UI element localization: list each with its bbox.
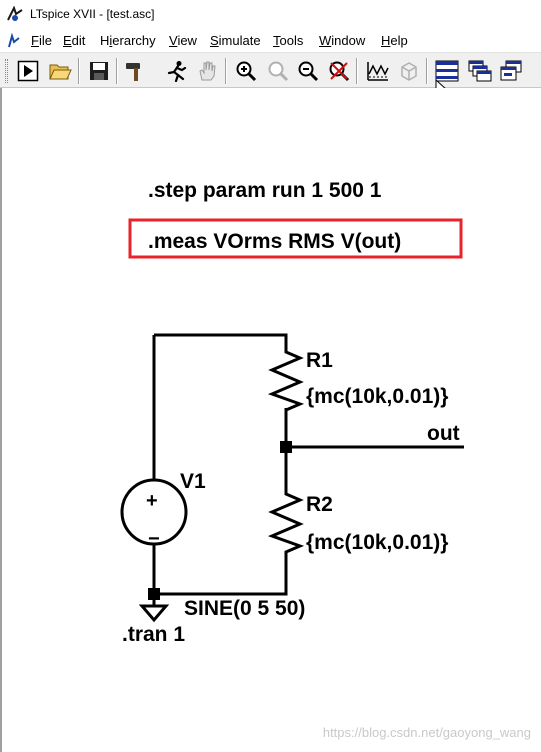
wire-bottom[interactable] xyxy=(152,544,288,596)
waveform-icon xyxy=(367,62,389,81)
zoom-cancel-button[interactable] xyxy=(325,58,353,84)
open-folder-icon xyxy=(49,64,72,80)
meas-directive[interactable]: .meas VOrms RMS V(out) xyxy=(148,230,401,253)
3d-view-button[interactable] xyxy=(395,58,423,84)
tile-horizontal-button[interactable] xyxy=(433,58,461,84)
menu-simulate[interactable]: Simulate xyxy=(210,33,261,48)
menu-window[interactable]: Window xyxy=(319,33,366,48)
menu-view[interactable]: View xyxy=(169,33,197,48)
cascade-icon xyxy=(468,60,492,82)
menu-edit[interactable]: Edit xyxy=(63,33,86,48)
r1-resistor-symbol[interactable] xyxy=(267,346,305,416)
window-title: LTspice XVII - [test.asc] xyxy=(30,7,155,21)
toolbar-separator xyxy=(426,58,428,84)
halt-button[interactable] xyxy=(193,58,221,84)
menu-hierarchy[interactable]: Hierarchy xyxy=(100,33,156,48)
watermark: https://blog.csdn.net/gaoyong_wang xyxy=(322,725,531,740)
toolbar-grip[interactable] xyxy=(5,59,8,83)
r2-value[interactable]: {mc(10k,0.01)} xyxy=(306,531,448,554)
toolbar-separator xyxy=(116,58,118,84)
run-icon xyxy=(17,60,39,82)
v1-name[interactable]: V1 xyxy=(180,470,206,493)
r1-name[interactable]: R1 xyxy=(306,349,333,372)
v1-minus-sign: − xyxy=(148,528,160,550)
save-icon xyxy=(90,62,108,80)
r2-name[interactable]: R2 xyxy=(306,493,333,516)
toolbar-separator xyxy=(356,58,358,84)
v1-value[interactable]: SINE(0 5 50) xyxy=(184,597,305,620)
net-label-out[interactable]: out xyxy=(427,422,460,445)
toolbar xyxy=(0,52,541,88)
cascade-button[interactable] xyxy=(466,58,494,84)
hand-icon xyxy=(199,61,216,81)
ltspice-app-icon[interactable] xyxy=(6,6,24,24)
ground-icon[interactable] xyxy=(138,604,170,623)
zoom-out-icon xyxy=(298,61,319,82)
menu-tools[interactable]: Tools xyxy=(273,33,304,48)
control-panel-button[interactable] xyxy=(122,58,150,84)
runner-icon xyxy=(167,61,187,82)
plot-button[interactable] xyxy=(364,58,392,84)
run-button[interactable] xyxy=(14,58,42,84)
toolbar-separator xyxy=(78,58,80,84)
r1-value[interactable]: {mc(10k,0.01)} xyxy=(306,385,448,408)
toolbar-separator xyxy=(225,58,227,84)
tile-vertical-icon xyxy=(500,60,522,81)
document-system-icon[interactable] xyxy=(6,33,22,49)
save-button[interactable] xyxy=(85,58,113,84)
wire-top[interactable] xyxy=(154,333,288,346)
meas-highlight-box xyxy=(128,218,463,259)
run-simulation-button[interactable] xyxy=(162,58,190,84)
tran-directive[interactable]: .tran 1 xyxy=(122,623,185,646)
r2-resistor-symbol[interactable] xyxy=(267,488,305,568)
zoom-in-button[interactable] xyxy=(232,58,260,84)
zoom-in-icon xyxy=(236,61,257,82)
cube-icon xyxy=(401,62,417,81)
v1-plus-sign: + xyxy=(146,490,158,512)
v1-voltage-source-symbol[interactable] xyxy=(120,478,188,546)
zoom-fit-button[interactable] xyxy=(264,58,292,84)
junction-dot-out xyxy=(280,441,292,453)
title-bar: LTspice XVII - [test.asc] xyxy=(0,0,541,30)
schematic-drawing: .step param run 1 500 1 .meas VOrms RMS … xyxy=(120,179,464,646)
menu-file[interactable]: File xyxy=(31,33,52,48)
junction-dot-ground xyxy=(148,588,160,600)
zoom-cancel-icon xyxy=(329,61,350,82)
menu-help[interactable]: Help xyxy=(381,33,408,48)
zoom-fit-icon xyxy=(268,61,289,82)
zoom-out-button[interactable] xyxy=(294,58,322,84)
window-frame xyxy=(0,88,2,752)
schematic-canvas[interactable]: .step param run 1 500 1 .meas VOrms RMS … xyxy=(2,88,541,752)
menu-bar: File Edit Hierarchy View Simulate Tools … xyxy=(0,30,541,52)
open-button[interactable] xyxy=(46,58,74,84)
tile-vertical-button[interactable] xyxy=(497,58,525,84)
tile-horizontal-icon xyxy=(435,60,459,82)
step-directive[interactable]: .step param run 1 500 1 xyxy=(148,179,382,202)
hammer-icon xyxy=(126,63,140,81)
